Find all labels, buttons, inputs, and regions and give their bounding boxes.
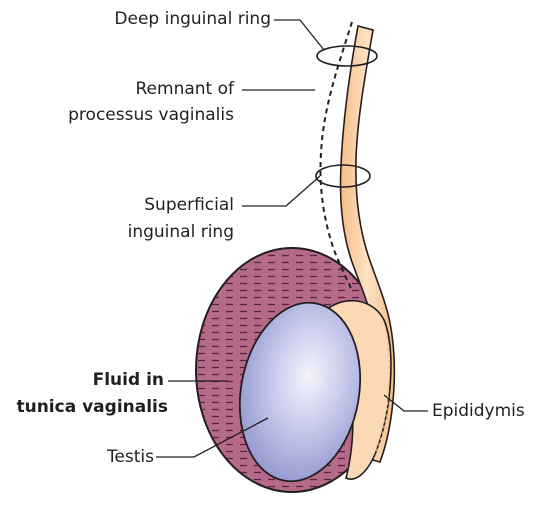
label-epididymis: Epididymis: [432, 400, 525, 422]
label-superficial-line1: Superficial: [144, 194, 234, 216]
leader-deep-ring: [274, 20, 324, 50]
label-fluid-line2: tunica vaginalis: [16, 396, 168, 418]
label-remnant-line2: processus vaginalis: [68, 104, 234, 126]
label-deep-inguinal-ring: Deep inguinal ring: [114, 8, 271, 30]
label-superficial-line2: inguinal ring: [128, 221, 234, 243]
leader-superficial: [242, 176, 320, 206]
label-remnant-line1: Remnant of: [136, 78, 235, 100]
label-fluid-line1: Fluid in: [93, 369, 164, 391]
label-testis: Testis: [107, 446, 154, 468]
